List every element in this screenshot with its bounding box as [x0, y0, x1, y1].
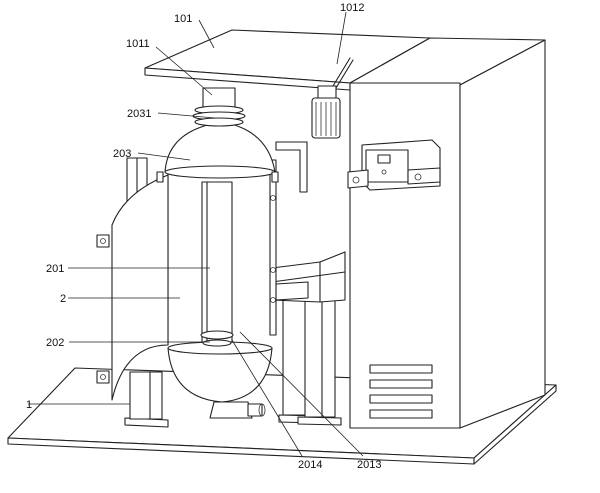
label-2: 2	[60, 293, 66, 305]
front-right-column	[297, 294, 342, 426]
part-labels: 101 1011 1012 2031 203 201 2 202 1 2014 …	[26, 2, 381, 471]
label-202: 202	[46, 337, 64, 349]
support-arm	[271, 251, 346, 303]
label-203: 203	[113, 148, 131, 160]
leader-lines	[28, 11, 364, 457]
front-left-leg	[124, 371, 169, 428]
inner-column	[200, 181, 234, 347]
label-201: 201	[46, 263, 64, 275]
tank-top-dome	[156, 121, 279, 183]
label-1012: 1012	[340, 2, 364, 14]
tank-bottom-bowl	[167, 341, 273, 419]
tank-neck-flange	[192, 87, 246, 127]
label-101: 101	[174, 13, 192, 25]
label-2031: 2031	[127, 108, 151, 120]
control-cabinet	[347, 37, 546, 429]
label-1011: 1011	[126, 38, 150, 50]
label-2013: 2013	[357, 459, 381, 471]
top-motor	[311, 57, 354, 139]
label-2014: 2014	[298, 459, 322, 471]
label-1: 1	[26, 399, 32, 411]
open-door-panel	[96, 174, 169, 401]
